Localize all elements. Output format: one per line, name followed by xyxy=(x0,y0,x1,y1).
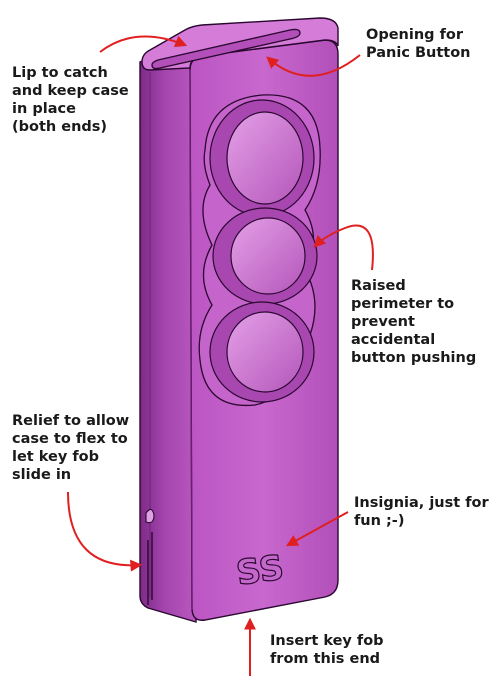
arrow-opening xyxy=(266,54,361,77)
arrow-lip xyxy=(99,35,188,53)
annotation-raised-perimeter: Raised perimeter to prevent accidental b… xyxy=(351,278,477,366)
arrow-insignia xyxy=(285,511,349,547)
insignia-engraving: SS xyxy=(234,548,287,594)
flex-relief-slot xyxy=(147,532,153,605)
case-side-face xyxy=(139,39,197,623)
button-holes xyxy=(209,99,318,403)
relief-notch xyxy=(145,508,155,524)
annotation-insignia: Insignia, just for fun ;-) xyxy=(354,495,489,529)
panic-button-slot xyxy=(151,28,301,70)
annotation-relief: Relief to allow case to flex to let key … xyxy=(12,413,130,483)
arrow-raised xyxy=(313,224,374,271)
annotation-insert: Insert key fob from this end xyxy=(270,633,384,667)
arrow-relief xyxy=(67,491,143,572)
annotation-lip: Lip to catch and keep case in place (bot… xyxy=(12,65,129,135)
case-edge-line xyxy=(189,69,193,611)
annotation-opening: Opening for Panic Button xyxy=(366,27,471,61)
